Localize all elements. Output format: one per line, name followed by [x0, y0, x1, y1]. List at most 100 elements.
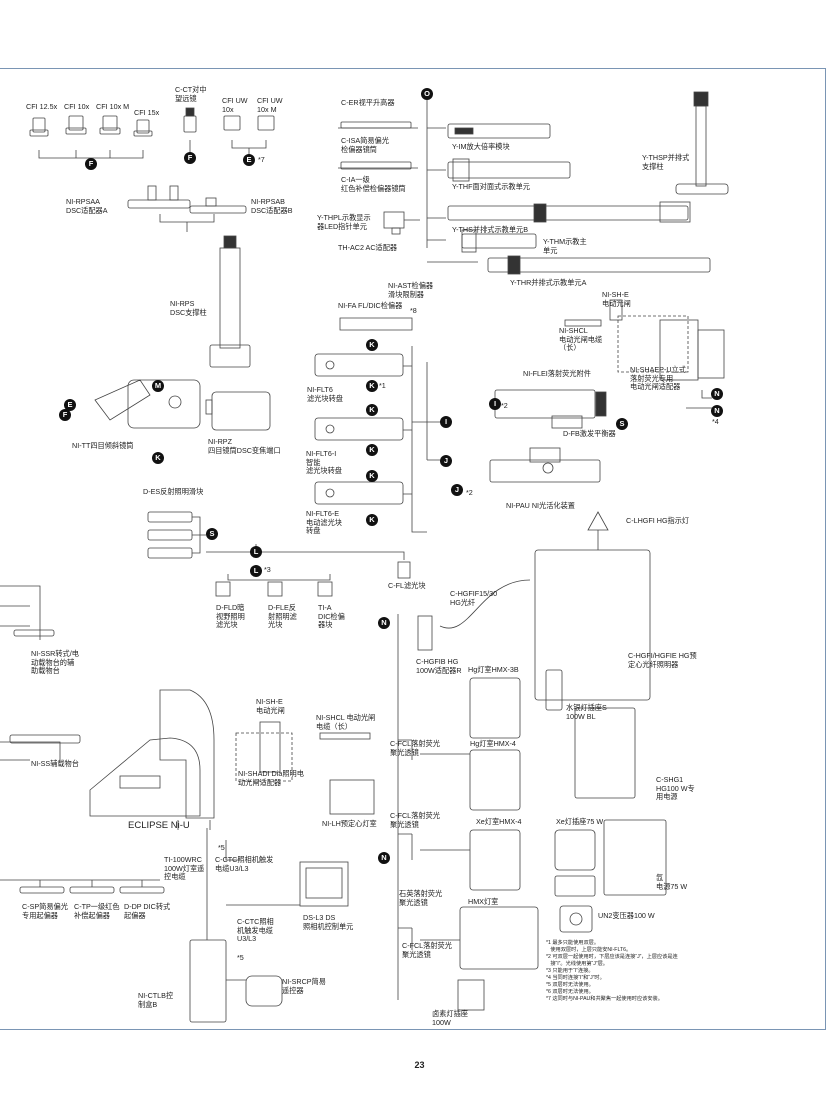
label-srcp: NI-SRCP简易 遥控器	[282, 977, 326, 995]
label-thac2: TH-AC2 AC适配器	[338, 243, 398, 252]
badge-n-2: N	[711, 405, 723, 417]
shutter-cable-drawing	[564, 299, 623, 327]
label-ythsp: Y-THSP并排式 支撑柱	[642, 153, 690, 171]
eyepiece-cfi10-drawing	[65, 115, 87, 135]
label-flt6: NI-FLT6 滤光块转盘	[307, 385, 343, 403]
label-shebot: NI-SH-E 电动光闸	[256, 697, 285, 715]
label-flei: NI-FLEI落射荧光附件	[523, 369, 591, 378]
badge-s-1: S	[616, 418, 628, 430]
eyepiece-cfi125-drawing	[29, 117, 49, 137]
label-cctc: C-CTC照相机触发 电缆U3/L3	[215, 855, 274, 873]
badge-n-3: N	[378, 617, 390, 629]
badge-o: O	[421, 88, 433, 100]
illumination-drawing	[235, 721, 375, 815]
label-ast: NI-AST检偏器 滑块限制器	[388, 281, 434, 299]
label-rpsab: NI-RPSAB DSC适配器B	[251, 197, 293, 215]
label-xepsu: 氙 电源75 W	[656, 873, 688, 891]
label-cfi10: CFI 10x	[64, 102, 90, 111]
label-des: D-ES反射照明滑块	[143, 487, 204, 496]
label-fadic: NI-FA FL/DIC检偏器	[338, 301, 403, 310]
label-cfi10m: CFI 10x M	[96, 102, 130, 111]
label-hgfif: C-HGFIF15/30 HG光纤	[450, 589, 498, 607]
label-cfl: C-FL滤光块	[388, 581, 426, 590]
badge-k-3: K	[366, 404, 378, 416]
label-tt: NI-TT四目倾斜镜筒	[72, 441, 134, 450]
badge-k-2: K	[366, 380, 378, 392]
label-rpz: NI-RPZ 四目镜筒DSC变焦端口	[208, 437, 281, 455]
label-shclbot: NI-SHCL 电动光闸 电缆（长）	[316, 713, 376, 731]
page-frame	[0, 68, 826, 1030]
label-cia: C-IA一级 红色补偿检偏器镜筒	[341, 175, 406, 193]
label-shaep: NI-SHAEP-U立式 落射荧光专用 电动光闸适配器	[630, 365, 686, 392]
label-hmx3b: Hg灯室HMX-3B	[468, 665, 519, 674]
label-flt6i: NI-FLT6-I 智能 滤光块转盘	[306, 449, 342, 476]
label-cct: C-CT对中 望远镜	[175, 85, 207, 103]
ythsp-column-drawing	[675, 91, 729, 195]
label-cfl1: C-FCL落射荧光 聚光透镜	[390, 739, 440, 757]
label-dfle: D-FLE反 射照明滤 光块	[268, 603, 297, 630]
dsc-column-drawing	[209, 235, 251, 368]
polarizers-drawing	[19, 886, 165, 894]
reflection-slider-drawing	[147, 511, 193, 559]
badge-n-4: N	[378, 852, 390, 864]
badge-k-6: K	[366, 514, 378, 526]
lamp-houses-drawing	[457, 669, 667, 1011]
label-ces: C-ER视平升高器	[341, 98, 395, 107]
controllers-drawing	[189, 861, 349, 1023]
footnote-4: 接“I”。光线使用第“J”层。	[546, 961, 608, 967]
badge-j: J	[440, 455, 452, 467]
label-ythm: Y-THM示教主 单元	[543, 237, 587, 255]
filter-blocks-drawing	[215, 561, 411, 597]
footnote-3: *2 可双层一起使用时，下层应该是连接“J”，上层应该是连	[546, 954, 678, 960]
footnote-6: *4 当同时连接“I”和“J”时。	[546, 975, 605, 981]
badge-l-1: L	[250, 546, 262, 558]
eyepiece-cfi10m-drawing	[99, 115, 121, 135]
label-star3: *3	[264, 565, 271, 574]
label-dfld: D-FLD暗 视野照明 滤光块	[216, 603, 245, 630]
label-ythr: Y-THR并排式示教单元A	[510, 278, 587, 287]
badge-k-4: K	[366, 444, 378, 456]
badge-j-2: J	[451, 484, 463, 496]
label-hmx: HMX灯室	[468, 897, 499, 906]
label-thpl: Y-THPL示教显示 器LED指针单元	[317, 213, 371, 231]
badge-k-1: K	[366, 339, 378, 351]
footnote-1: *1 最多只能使用双层。	[546, 940, 600, 946]
label-rps: NI-RPS DSC支撑柱	[170, 299, 207, 317]
badge-m: M	[152, 380, 164, 392]
label-ythf: Y-THF面对面式示教单元	[452, 182, 530, 191]
label-ss: NI-SS辅载物台	[31, 759, 79, 768]
footnote-8: *6 双层时无法使用。	[546, 989, 594, 995]
label-tia: TI-A DIC检偏 器块	[318, 603, 345, 630]
label-quartz: 石英落射荧光 聚光透镜	[399, 889, 443, 907]
label-pau: NI-PAU NI光活化装置	[506, 501, 575, 510]
label-ssr: NI-SSR转式/电 动载物台的辅 助载物台	[31, 649, 79, 676]
label-ctlb: NI-CTLB控 制盒B	[138, 991, 174, 1009]
label-cfi15: CFI 15x	[134, 108, 160, 117]
label-rpsaa: NI-RPSAA DSC适配器A	[66, 197, 108, 215]
badge-i-2: I	[489, 398, 501, 410]
label-lh: NI-LH预定心灯室	[322, 819, 377, 828]
stages-drawing	[9, 629, 81, 744]
label-hgfib: C-HGFIB HG 100W适配器R	[416, 657, 462, 675]
label-xehmx4: Xe灯室HMX-4	[476, 817, 522, 826]
epi-attachment-drawing	[494, 389, 607, 429]
label-star2a: *2	[501, 401, 508, 410]
dsc-adapter-a-drawing	[127, 185, 191, 209]
label-hgsocket: 水银灯插座S 100W BL	[566, 703, 607, 721]
footnote-9: *7 这同时与NI-PAU和共聚焦一起使用时应该安装。	[546, 996, 663, 1002]
eyepiece-uw-drawing	[223, 115, 275, 131]
dsc-adapter-b-drawing	[189, 197, 247, 214]
footnote-2: 使用双层时，上层只能安NI-FLT6。	[546, 947, 632, 953]
label-flt6e: NI-FLT6-E 电动滤光块 转盘	[306, 509, 342, 536]
label-ctp: C-TP一级红色 补偿起偏器	[74, 902, 120, 920]
label-star1: *1	[379, 381, 386, 390]
label-hgfie: C-HGFI/HGFIE HG预 定心光纤照明器	[628, 651, 697, 669]
hg-fibre-illuminator-drawing	[417, 511, 651, 701]
label-shg1: C-SHG1 HG100 W专 用电源	[656, 775, 695, 802]
label-shetop: NI-SH-E 电动光闸	[602, 290, 631, 308]
label-csp: C-SP简易偏光 专用起偏器	[22, 902, 68, 920]
badge-f-1: F	[85, 158, 97, 170]
filter-turrets-drawing	[314, 353, 404, 505]
eclipse-ni-u-stand-drawing	[89, 689, 215, 819]
